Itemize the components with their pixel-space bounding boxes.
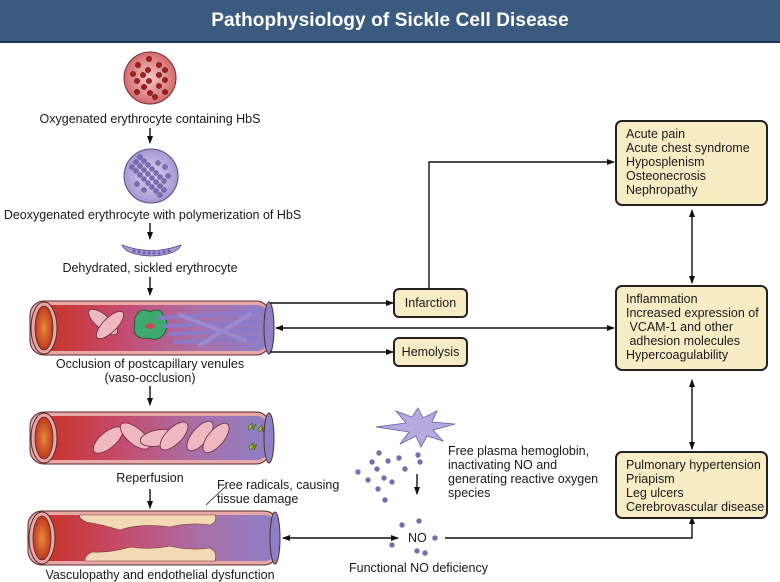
label-free-radicals-line2: tissue damage [217,492,299,506]
inflammation-item: adhesion molecules [626,334,740,348]
reperfusion-vessel-icon [29,411,275,465]
vasculopathy-vessel-icon [27,510,281,566]
label-sickled: Dehydrated, sickled erythrocyte [62,261,238,275]
label-oxygenated: Oxygenated erythrocyte containing HbS [39,112,261,126]
free-hemoglobin-burst-icon [375,407,456,448]
page-title: Pathophysiology of Sickle Cell Disease [211,10,569,31]
hemoglobin-line3: generating reactive oxygen [448,472,599,486]
label-free-hemoglobin: Free plasma hemoglobin, inactivating NO … [448,444,598,500]
acute-item: Nephropathy [626,183,698,197]
hemoglobin-dots-icon [355,450,423,503]
chronic-item: Pulmonary hypertension [626,458,761,472]
free-radicals-pointer [205,486,226,506]
acute-item: Osteonecrosis [626,169,706,183]
chronic-item: Leg ulcers [626,486,684,500]
inflammation-item: VCAM-1 and other [626,320,733,334]
title-banner: Pathophysiology of Sickle Cell Disease [0,0,780,43]
acute-item: Hyposplenism [626,155,705,169]
inflammation-item: Increased expression of [626,306,759,320]
hemolysis-box: Hemolysis [393,337,468,367]
label-occlusion-line2: (vaso-occlusion) [104,371,196,385]
label-deoxygenated: Deoxygenated erythrocyte with polymeriza… [3,208,302,222]
chronic-item: Cerebrovascular disease [626,500,765,514]
label-no: NO [408,531,427,545]
label-no-deficiency: Functional NO deficiency [349,561,488,575]
inflammation-box: Inflammation Increased expression of VCA… [615,285,768,371]
label-vasculopathy: Vasculopathy and endothelial dysfunction [45,568,275,582]
label-reperfusion: Reperfusion [116,471,184,485]
acute-complications-box: Acute pain Acute chest syndrome Hyposple… [615,120,768,206]
no-dots-icon [389,518,438,556]
hemoglobin-line4: species [448,486,491,500]
oxygenated-erythrocyte-icon [123,51,177,105]
chronic-item: Priapism [626,472,675,486]
label-occlusion-line1: Occlusion of postcapillary venules [55,357,245,371]
label-free-radicals-line1: Free radicals, causing [217,478,340,492]
sickled-erythrocyte-icon [121,244,182,257]
inflammation-item: Hypercoagulability [626,348,729,362]
acute-item: Acute pain [626,127,686,141]
infarction-box: Infarction [393,288,468,318]
chronic-complications-box: Pulmonary hypertension Priapism Leg ulce… [615,451,768,519]
hemoglobin-line1: Free plasma hemoglobin, [448,444,590,458]
occluded-vessel-icon [29,300,275,356]
hemoglobin-line2: inactivating NO and [448,458,558,472]
label-free-radicals: Free radicals, causing tissue damage [217,478,339,506]
arrow-no-to-chronic [445,516,695,539]
inflammation-item: Inflammation [626,292,698,306]
deoxygenated-erythrocyte-icon [123,148,179,204]
arrow-infarction-to-acute [428,159,615,289]
label-occlusion: Occlusion of postcapillary venules (vaso… [30,357,270,385]
acute-item: Acute chest syndrome [626,141,750,155]
